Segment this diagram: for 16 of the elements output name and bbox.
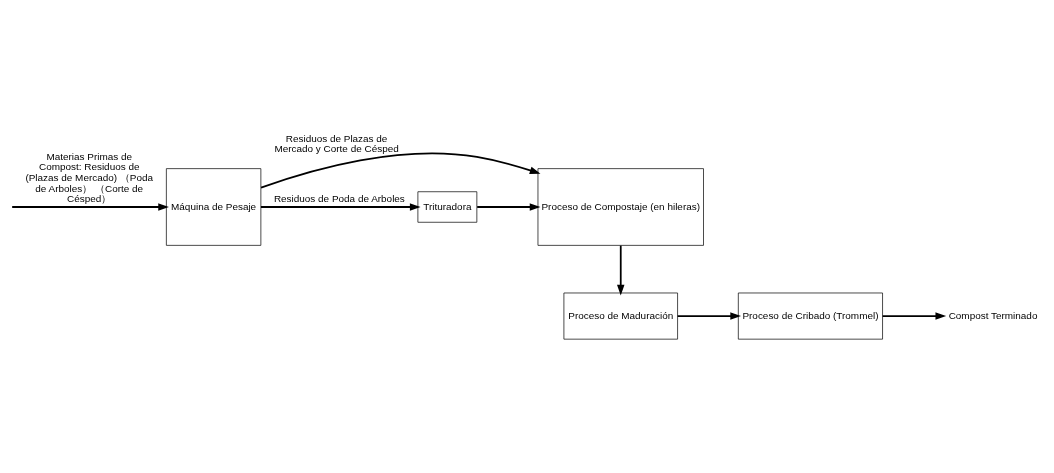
edge-label: Residuos de Plazas de Mercado y Corte de Césped (274, 132, 399, 155)
arrow (260, 203, 421, 211)
node-box: Máquina de Pesaje (166, 168, 262, 246)
edge-label: Residuos de Poda de Arboles (273, 193, 405, 205)
node-box: Proceso de Cribado (Trommel) (737, 292, 883, 340)
node-box: Proceso de Compostaje (en hileras) (537, 168, 704, 246)
arrow (260, 152, 541, 189)
arrow (476, 203, 541, 211)
node-box: Proceso de Maduración (563, 292, 678, 340)
node-box: Trituradora (417, 191, 478, 223)
edge-label: Materias Primas de Compost: Residuos de (Plazas de Mercado) （Poda de Arboles） （Corte de Césped） (25, 150, 154, 205)
arrow (676, 312, 741, 320)
arrow (881, 312, 947, 320)
node-text: Compost Terminado (948, 309, 1038, 321)
arrow (11, 203, 169, 211)
arrow (617, 244, 625, 296)
